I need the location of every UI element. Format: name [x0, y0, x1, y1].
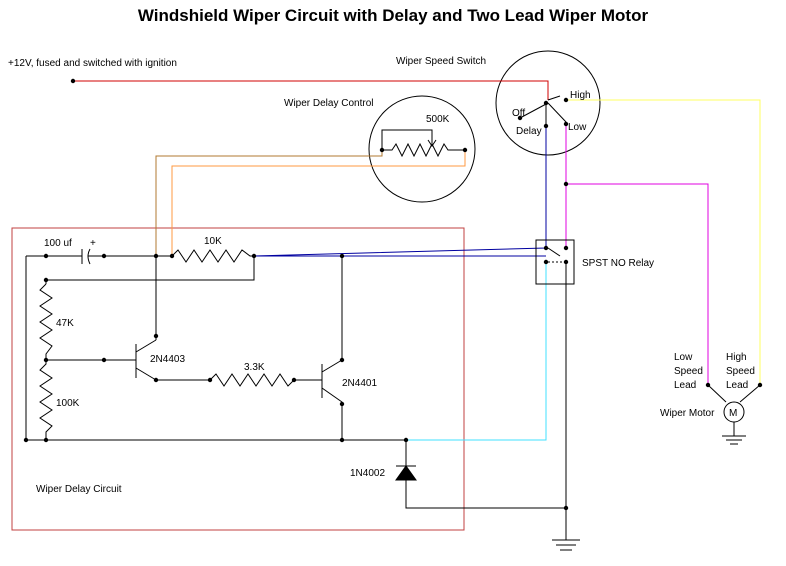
- resistor-100k-label: 100K: [56, 398, 80, 409]
- low-lead-label-2: Speed: [674, 366, 703, 377]
- resistor-3k3-label: 3.3K: [244, 362, 265, 373]
- low-lead-label-1: Low: [674, 352, 693, 363]
- capacitor-plus-label: +: [90, 238, 96, 249]
- relay-label: SPST NO Relay: [582, 258, 654, 269]
- brown-pot-wire: [155, 150, 383, 256]
- delay-circuit-label: Wiper Delay Circuit: [36, 484, 122, 495]
- diode-label: 1N4002: [350, 468, 385, 479]
- blue-wire: [253, 103, 547, 257]
- power-label: +12V, fused and switched with ignition: [8, 58, 177, 69]
- low-lead-label-3: Lead: [674, 380, 696, 391]
- circuit-wiring: [25, 95, 761, 551]
- cyan-relay-wire: [406, 262, 547, 441]
- junction-dots: [23, 78, 763, 511]
- motor-symbol-label: M: [729, 408, 737, 419]
- switch-off-label: Off: [512, 108, 525, 119]
- switch-high-label: High: [570, 90, 591, 101]
- transistor-q1-label: 2N4403: [150, 354, 185, 365]
- transistor-q2-label: 2N4401: [342, 378, 377, 389]
- speed-switch-label: Wiper Speed Switch: [396, 56, 486, 67]
- orange-pot-wire: [171, 148, 466, 256]
- diagram-title: Windshield Wiper Circuit with Delay and …: [137, 6, 649, 25]
- switch-delay-label: Delay: [516, 126, 542, 137]
- resistor-10k-label: 10K: [204, 236, 222, 247]
- colored-wires: [73, 80, 761, 441]
- switch-low-label: Low: [568, 122, 587, 133]
- wiper-motor-label: Wiper Motor: [660, 408, 715, 419]
- speed-switch-circle: [495, 50, 601, 156]
- capacitor-label: 100 uf: [44, 238, 72, 249]
- pot-value-label: 500K: [426, 114, 450, 125]
- high-lead-label-2: Speed: [726, 366, 755, 377]
- yellow-high-wire: [568, 99, 761, 385]
- delay-circuit-box: [11, 227, 465, 531]
- delay-control-circle: [368, 95, 476, 203]
- high-lead-label-1: High: [726, 352, 747, 363]
- delay-control-label: Wiper Delay Control: [284, 98, 373, 109]
- power-wire-red: [73, 80, 549, 100]
- high-lead-label-3: Lead: [726, 380, 748, 391]
- resistor-47k-label: 47K: [56, 318, 74, 329]
- magenta-motor-wire: [566, 183, 709, 385]
